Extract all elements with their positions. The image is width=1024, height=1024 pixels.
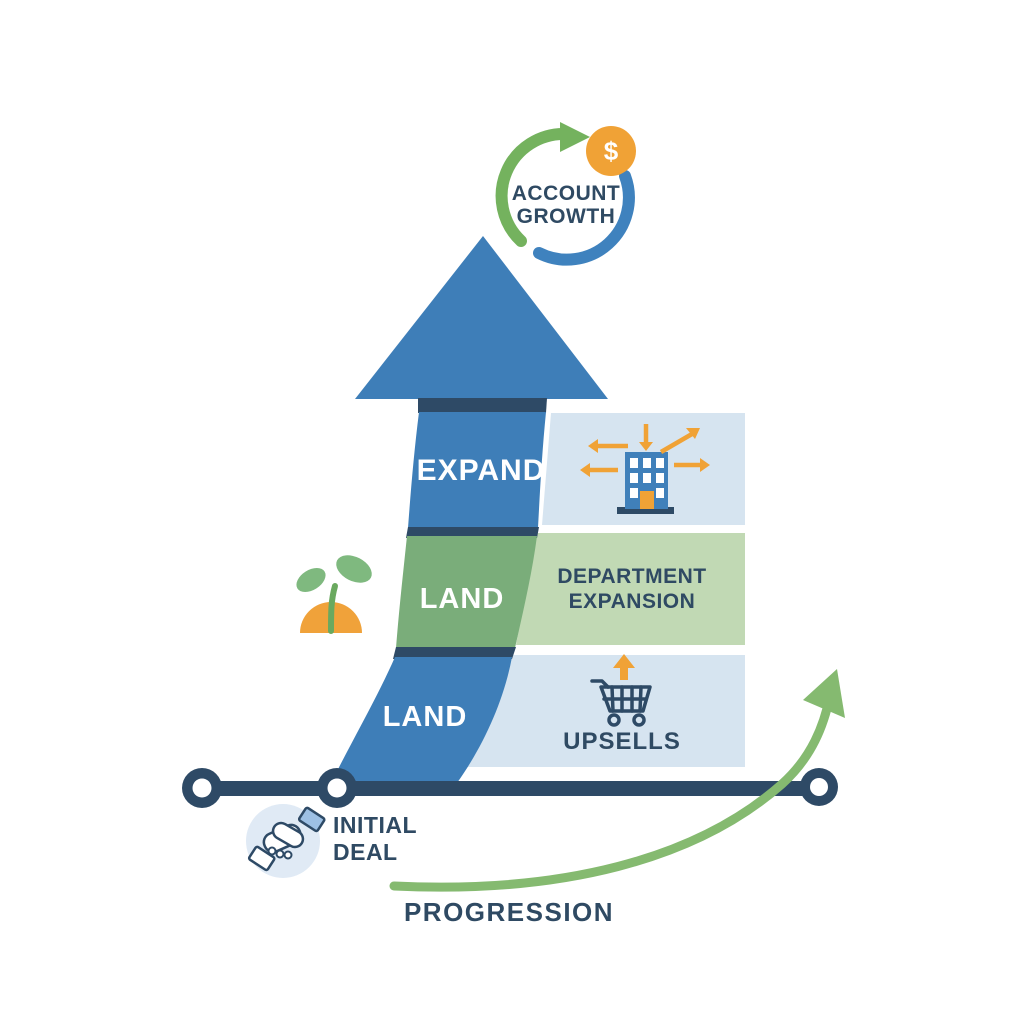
upsells-panel (464, 655, 745, 767)
timeline-node-1 (182, 768, 222, 808)
initial-deal-line1: INITIAL (333, 812, 417, 838)
initial-deal-line2: DEAL (333, 839, 398, 865)
sprout-leaf-left (296, 568, 326, 592)
building-expansion-icon (580, 424, 710, 514)
arrow-separator-top (418, 398, 547, 413)
dollar-sign: $ (603, 136, 619, 166)
account-growth-cycle-icon (495, 122, 636, 266)
progression-arrow-icon (389, 669, 845, 892)
department-line1: DEPARTMENT (557, 565, 707, 588)
arrow-segment-land-bottom (331, 657, 512, 783)
sprout-leaf-right (336, 555, 372, 583)
cycle-green-arc (495, 127, 572, 247)
timeline-bar (198, 781, 822, 796)
segment-label-land-mid: LAND (419, 583, 505, 615)
dollar-icon (586, 126, 636, 176)
segment-label-land-bottom: LAND (382, 701, 468, 733)
account-growth-label: ACCOUNT GROWTH (466, 182, 666, 228)
upsells-label: UPSELLS (563, 728, 681, 755)
panels (464, 413, 745, 767)
account-growth-line2: GROWTH (516, 205, 616, 228)
sprout-icon (296, 555, 372, 634)
arrow-separator-mid (406, 527, 539, 538)
timeline-node-2 (317, 768, 357, 808)
arrow-separator-bottom (393, 647, 516, 659)
timeline (182, 768, 838, 808)
sprout-stem (328, 583, 338, 634)
arrow-segment-land-mid (396, 536, 537, 648)
segment-label-expand: EXPAND (416, 454, 546, 487)
growth-arrow (331, 236, 608, 783)
cycle-green-arrowhead (560, 122, 590, 152)
arrow-head (355, 236, 608, 399)
department-expansion-panel (516, 533, 745, 645)
timeline-node-3 (800, 768, 838, 806)
account-growth-line1: ACCOUNT (511, 182, 621, 205)
cart-upsell-icon (590, 654, 652, 727)
upsell-up-arrow (613, 654, 635, 680)
progression-label: PROGRESSION (403, 897, 615, 927)
cycle-blue-arc (533, 170, 635, 266)
arrow-segment-expand (408, 412, 546, 528)
department-line2: EXPANSION (568, 590, 696, 613)
initial-deal-label: INITIAL DEAL (333, 812, 473, 866)
department-expansion-label: DEPARTMENT EXPANSION (532, 564, 732, 614)
handshake-icon (246, 804, 326, 878)
